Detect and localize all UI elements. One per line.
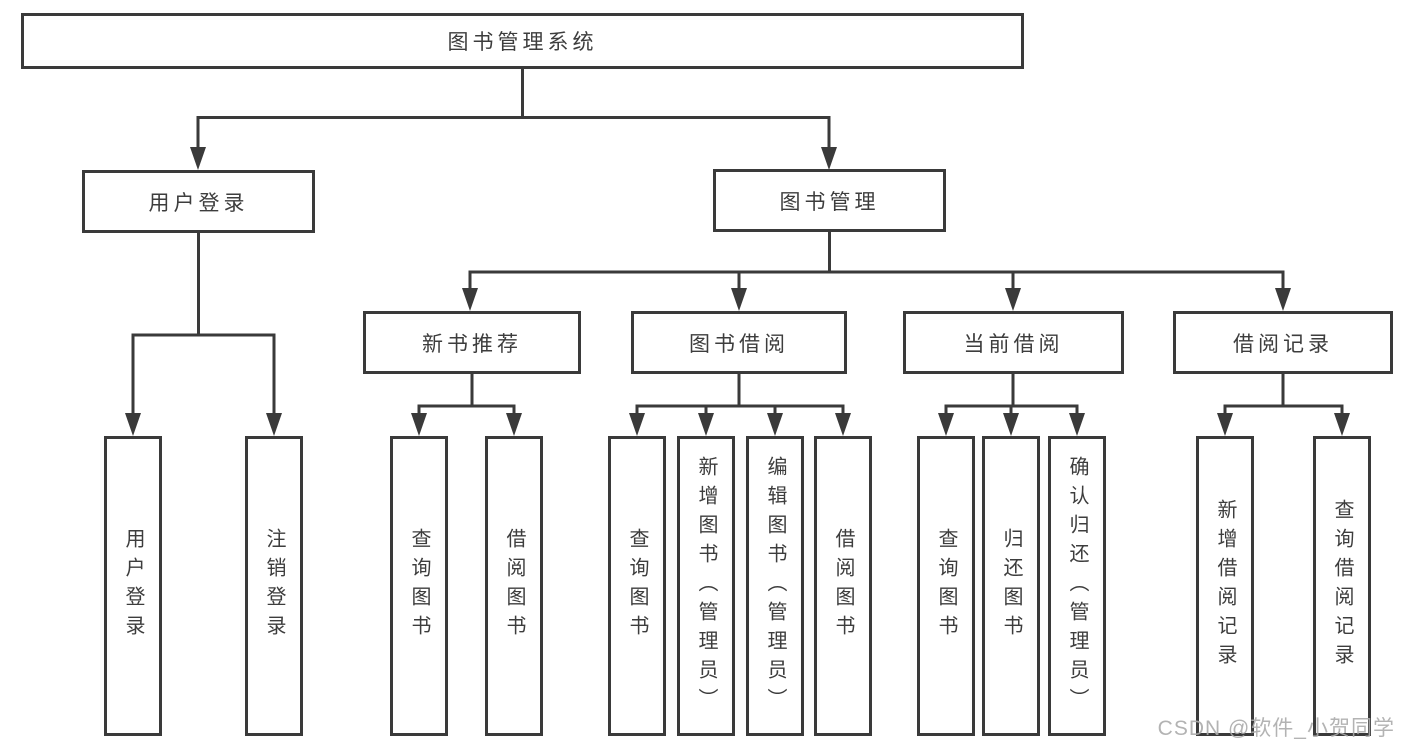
arrowhead-icon: [821, 147, 837, 170]
arrowhead-icon: [1275, 288, 1291, 311]
connector-current-borrow-fan: [944, 374, 1079, 416]
leaf-borrow-books: 借阅图书: [485, 436, 543, 736]
leaf-query-books: 查询图书: [917, 436, 975, 736]
connector-new-book-fan: [417, 374, 516, 416]
leaf-query-borrow-record: 查询借阅记录: [1313, 436, 1371, 736]
leaf-add-books-admin: 新增图书（管理员）: [677, 436, 735, 736]
arrowhead-icon: [266, 413, 282, 436]
connector-book-borrow-fan: [635, 374, 845, 416]
arrowhead-icon: [125, 413, 141, 436]
leaf-edit-books-admin: 编辑图书（管理员）: [746, 436, 804, 736]
node-library-management-system: 图书管理系统: [21, 13, 1024, 69]
arrowhead-icon: [1005, 288, 1021, 311]
arrowhead-icon: [1069, 413, 1085, 436]
arrowhead-icon: [938, 413, 954, 436]
arrowhead-icon: [506, 413, 522, 436]
leaf-query-books: 查询图书: [390, 436, 448, 736]
leaf-return-books: 归还图书: [982, 436, 1040, 736]
node-book-management: 图书管理: [713, 169, 946, 232]
arrowhead-icon: [731, 288, 747, 311]
node-new-book-recommendation: 新书推荐: [363, 311, 581, 374]
leaf-add-borrow-record: 新增借阅记录: [1196, 436, 1254, 736]
leaf-logout: 注销登录: [245, 436, 303, 736]
arrowhead-icon: [698, 413, 714, 436]
arrowhead-icon: [462, 288, 478, 311]
arrowhead-icon: [190, 147, 206, 170]
node-current-borrowing: 当前借阅: [903, 311, 1124, 374]
arrowhead-icon: [411, 413, 427, 436]
leaf-confirm-return-admin: 确认归还（管理员）: [1048, 436, 1106, 736]
node-book-borrowing: 图书借阅: [631, 311, 847, 374]
connector-borrow-record-fan: [1223, 374, 1344, 416]
leaf-user-login: 用户登录: [104, 436, 162, 736]
arrowhead-icon: [1217, 413, 1233, 436]
arrowhead-icon: [767, 413, 783, 436]
arrowhead-icon: [629, 413, 645, 436]
csdn-watermark: CSDN @软件_小贺同学: [1157, 717, 1395, 740]
connector-book-management-fan: [468, 232, 1285, 291]
arrowhead-icon: [1003, 413, 1019, 436]
leaf-borrow-books: 借阅图书: [814, 436, 872, 736]
arrowhead-icon: [1334, 413, 1350, 436]
leaf-query-books: 查询图书: [608, 436, 666, 736]
connector-user-login-fan: [131, 232, 276, 416]
connector-root-to-level2: [196, 69, 831, 150]
arrowhead-icon: [835, 413, 851, 436]
node-user-login: 用户登录: [82, 170, 315, 233]
node-borrowing-records: 借阅记录: [1173, 311, 1393, 374]
